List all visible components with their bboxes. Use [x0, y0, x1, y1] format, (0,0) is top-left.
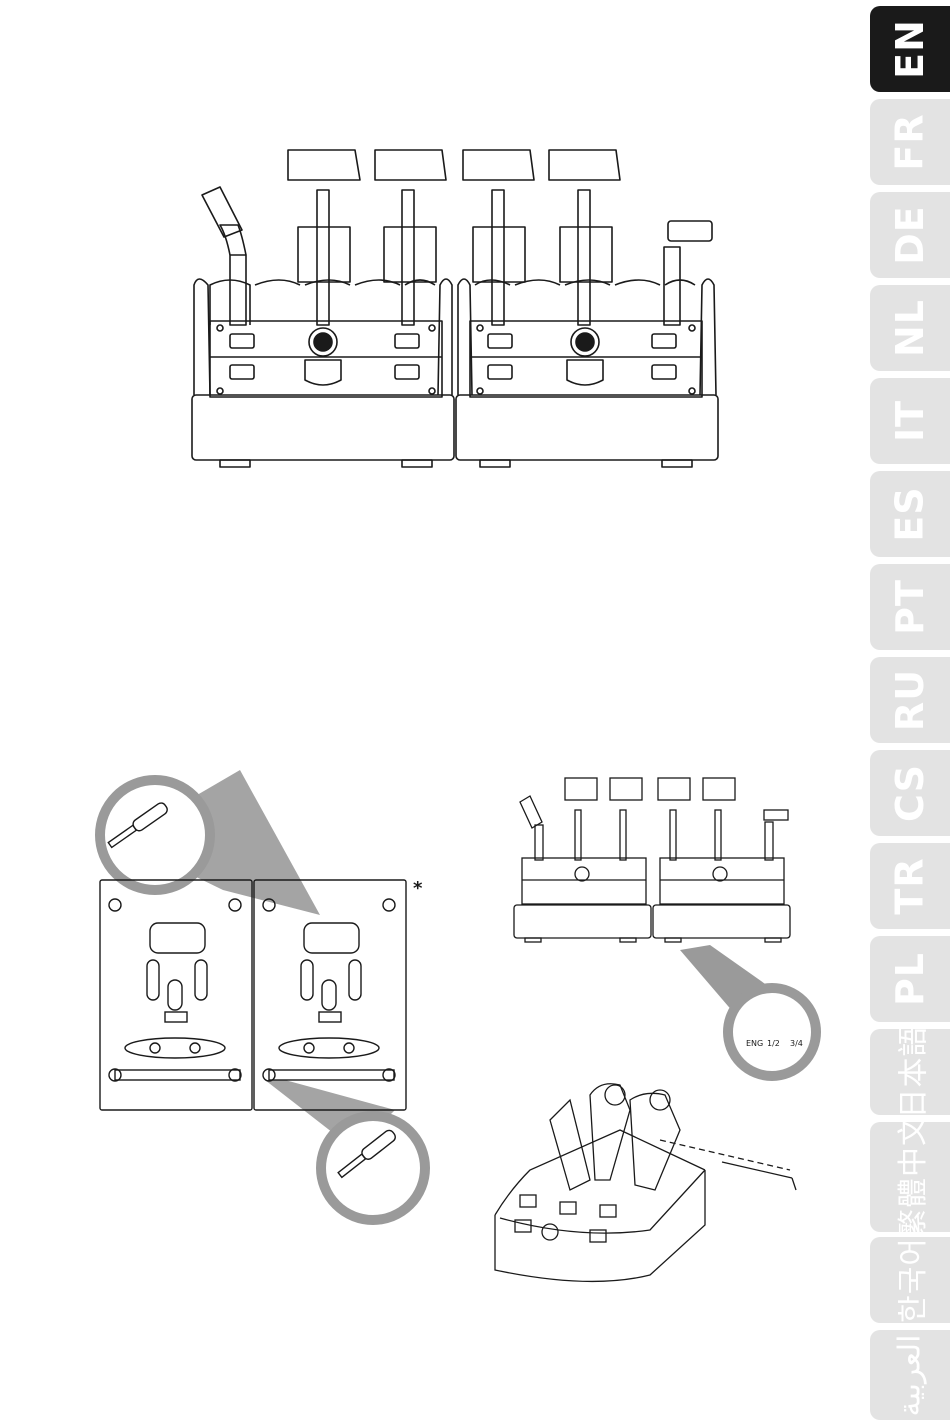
switch-label-eng: ENG [746, 1039, 763, 1048]
tab-label: NL [888, 299, 932, 357]
tab-it[interactable]: IT [870, 378, 950, 464]
tab-label: PT [888, 579, 932, 635]
tab-label: IT [888, 400, 932, 442]
figure-throttle-isometric [490, 1070, 810, 1294]
tab-label: RU [888, 669, 932, 731]
figure-base-plates: * [75, 780, 435, 1244]
tab-ar[interactable]: العربية [870, 1330, 950, 1420]
tab-label: 한국어 [888, 1237, 932, 1323]
tab-pt[interactable]: PT [870, 564, 950, 650]
tab-nl[interactable]: NL [870, 285, 950, 371]
language-tab-strip: EN FR DE NL IT ES PT RU CS TR PL 日本語 繁體中… [870, 0, 950, 1425]
tab-label: 日本語 [888, 1026, 932, 1119]
tab-label: TR [888, 857, 932, 914]
tab-label: CS [888, 764, 932, 822]
tab-label: FR [888, 113, 932, 170]
tab-ko[interactable]: 한국어 [870, 1237, 950, 1323]
tab-de[interactable]: DE [870, 192, 950, 278]
tab-label: EN [888, 19, 932, 79]
tab-label: PL [888, 952, 932, 1006]
tab-ru[interactable]: RU [870, 657, 950, 743]
footnote-asterisk: * [413, 878, 422, 899]
figure-throttle-switch-detail: ENG 1/2 3/4 [510, 770, 820, 1089]
figure-throttle-front-view [180, 135, 730, 484]
tab-cs[interactable]: CS [870, 750, 950, 836]
tab-label: ES [888, 486, 932, 541]
tab-en[interactable]: EN [870, 6, 950, 92]
tab-label: 繁體中文 [888, 1115, 932, 1239]
switch-label-3-4: 3/4 [790, 1039, 803, 1048]
tab-zh-hant[interactable]: 繁體中文 [870, 1122, 950, 1232]
tab-pl[interactable]: PL [870, 936, 950, 1022]
switch-label-1-2: 1/2 [767, 1039, 780, 1048]
tab-ja[interactable]: 日本語 [870, 1029, 950, 1115]
tab-label: العربية [893, 1334, 928, 1416]
tab-label: DE [888, 205, 932, 265]
tab-fr[interactable]: FR [870, 99, 950, 185]
tab-es[interactable]: ES [870, 471, 950, 557]
tab-tr[interactable]: TR [870, 843, 950, 929]
